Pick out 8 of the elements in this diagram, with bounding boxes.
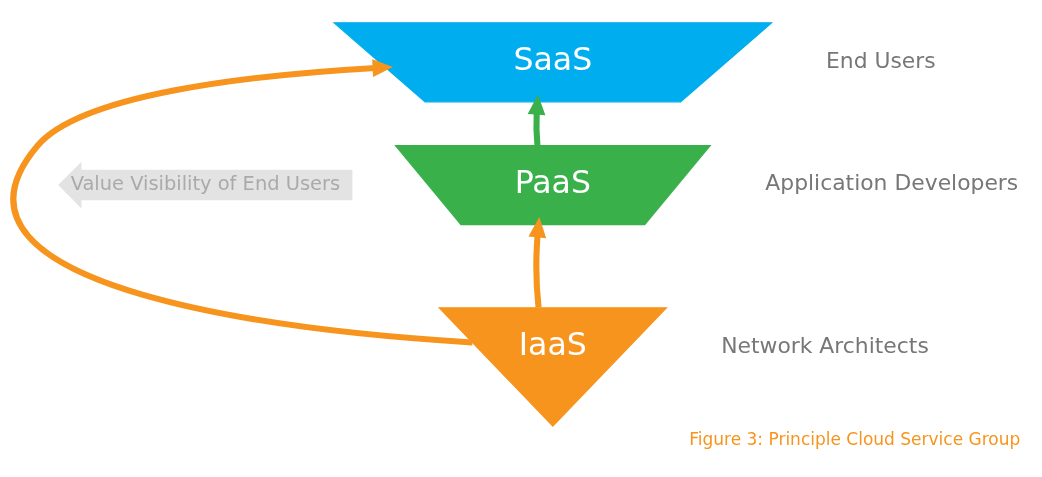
arrow [12, 59, 473, 346]
arrow [527, 94, 546, 146]
node-label: Network Architects [721, 332, 929, 358]
arrow [528, 217, 547, 308]
node-label: Application Developers [765, 170, 1019, 196]
caption: Figure 3: Principle Cloud Service Group [689, 428, 1021, 449]
label: Value Visibility of End Users [70, 171, 341, 195]
node-label: End Users [826, 47, 936, 73]
